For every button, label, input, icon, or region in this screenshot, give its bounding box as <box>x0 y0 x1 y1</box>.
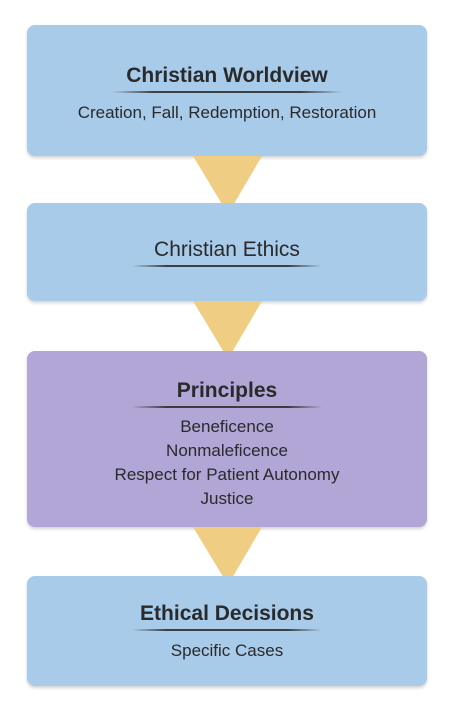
arrow-shape <box>193 527 262 585</box>
title-underline <box>132 265 322 267</box>
principle-item: Beneficence <box>180 417 274 436</box>
down-triangle-icon <box>193 156 262 214</box>
arrow-shape <box>193 156 262 214</box>
node-line: Specific Cases <box>170 641 284 660</box>
node-title-text: Ethical Decisions <box>140 602 314 625</box>
node-principles: Principles Beneficence Nonmaleficence Re… <box>27 351 427 527</box>
node-line: Creation, Fall, Redemption, Restoration <box>77 103 377 122</box>
title-underline <box>132 629 322 631</box>
principle-item: Justice <box>200 489 254 508</box>
node-title: Principles <box>132 378 322 412</box>
principle-item: Respect for Patient Autonomy <box>114 465 340 484</box>
node-title: Christian Ethics <box>132 237 322 271</box>
principle-item: Nonmaleficence <box>166 441 288 460</box>
title-underline <box>132 406 322 408</box>
node-title: Christian Worldview <box>112 63 342 97</box>
down-triangle-icon <box>193 301 262 359</box>
node-title-text: Christian Worldview <box>126 64 328 87</box>
node-ethical-decisions: Ethical Decisions Specific Cases <box>27 576 427 686</box>
node-title: Ethical Decisions <box>132 601 322 635</box>
arrow-shape <box>193 301 262 359</box>
node-title-text: Principles <box>176 379 278 402</box>
down-triangle-icon <box>193 527 262 585</box>
node-christian-ethics: Christian Ethics <box>27 203 427 301</box>
node-title-text: Christian Ethics <box>154 238 300 261</box>
title-underline <box>112 91 342 93</box>
node-christian-worldview: Christian Worldview Creation, Fall, Rede… <box>27 25 427 156</box>
